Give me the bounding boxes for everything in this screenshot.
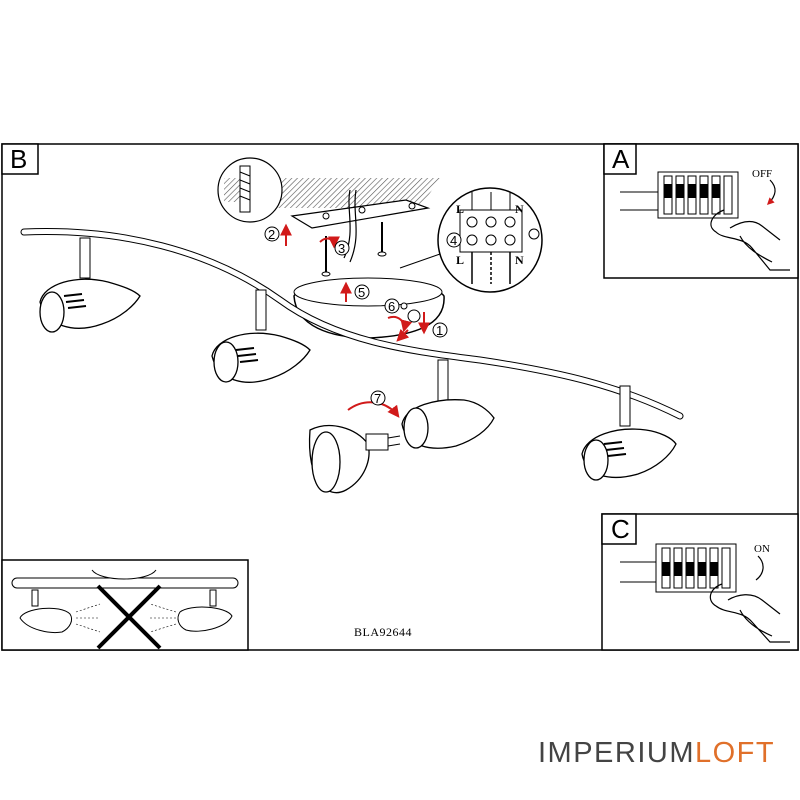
terminal-top-n: N [515, 202, 524, 216]
breaker-panel-off [657, 171, 739, 219]
panel-a-label: A [612, 144, 630, 174]
terminal-bottom-l: L [456, 253, 464, 267]
spot-lamp-4 [581, 385, 677, 481]
svg-text:4: 4 [450, 233, 457, 248]
warning-spot-right [177, 589, 233, 632]
model-code: BLA92644 [354, 625, 412, 639]
ground-icon [528, 228, 540, 240]
panel-b-label: B [10, 144, 27, 174]
watermark-logo: IMPERIUMLOFT [538, 737, 775, 769]
step-4: 4 [446, 232, 462, 248]
spot-lamp-3 [401, 359, 495, 449]
warning-spot-left [19, 589, 73, 633]
step-2: 2 [264, 223, 292, 246]
screw-left [321, 236, 331, 277]
terminal-block-detail: L N L N [399, 187, 543, 293]
breaker-panel-on [655, 543, 737, 593]
watermark-part1: IMPERIUM [538, 737, 695, 769]
spot-lamp-1 [39, 237, 141, 333]
spot-lamp-2 [211, 289, 311, 383]
svg-text:3: 3 [338, 241, 345, 256]
hand-on [709, 583, 790, 643]
step-markers: 1 2 3 4 5 6 7 [264, 223, 462, 418]
step-1: 1 [418, 312, 448, 338]
rotate-off-arrow [766, 179, 776, 206]
prohibited-cross-icon [96, 584, 162, 650]
main-frame [1, 143, 799, 651]
svg-text:IMPERIUMLOFT: IMPERIUMLOFT [538, 737, 775, 769]
panel-b-label-box: B [1, 143, 39, 175]
watermark-part2: LOFT [695, 737, 775, 769]
warning-panel [1, 559, 249, 651]
svg-text:1: 1 [436, 323, 443, 338]
svg-text:2: 2 [268, 227, 275, 242]
terminal-top-l: L [456, 202, 464, 216]
main-bar [20, 228, 684, 420]
bulb-reflector [308, 424, 401, 494]
hand-off [710, 209, 790, 271]
step-7: 7 [347, 390, 400, 418]
step-3: 3 [319, 236, 350, 256]
panel-c-label: C [611, 514, 630, 544]
panel-c: C ON [601, 513, 799, 651]
switch-off-label: OFF [752, 168, 772, 180]
svg-text:5: 5 [358, 285, 365, 300]
terminal-bottom-n: N [515, 253, 524, 267]
wall-plug-detail [217, 157, 283, 223]
ceiling-canopy [293, 277, 445, 339]
switch-on-label: ON [754, 543, 770, 555]
step-6: 6 [384, 298, 413, 342]
step-5: 5 [340, 281, 370, 302]
panel-a: A OFF [603, 143, 799, 279]
svg-text:7: 7 [374, 391, 381, 406]
svg-text:6: 6 [388, 299, 395, 314]
rotate-on-arrow [755, 555, 764, 581]
screw-right [377, 222, 387, 257]
